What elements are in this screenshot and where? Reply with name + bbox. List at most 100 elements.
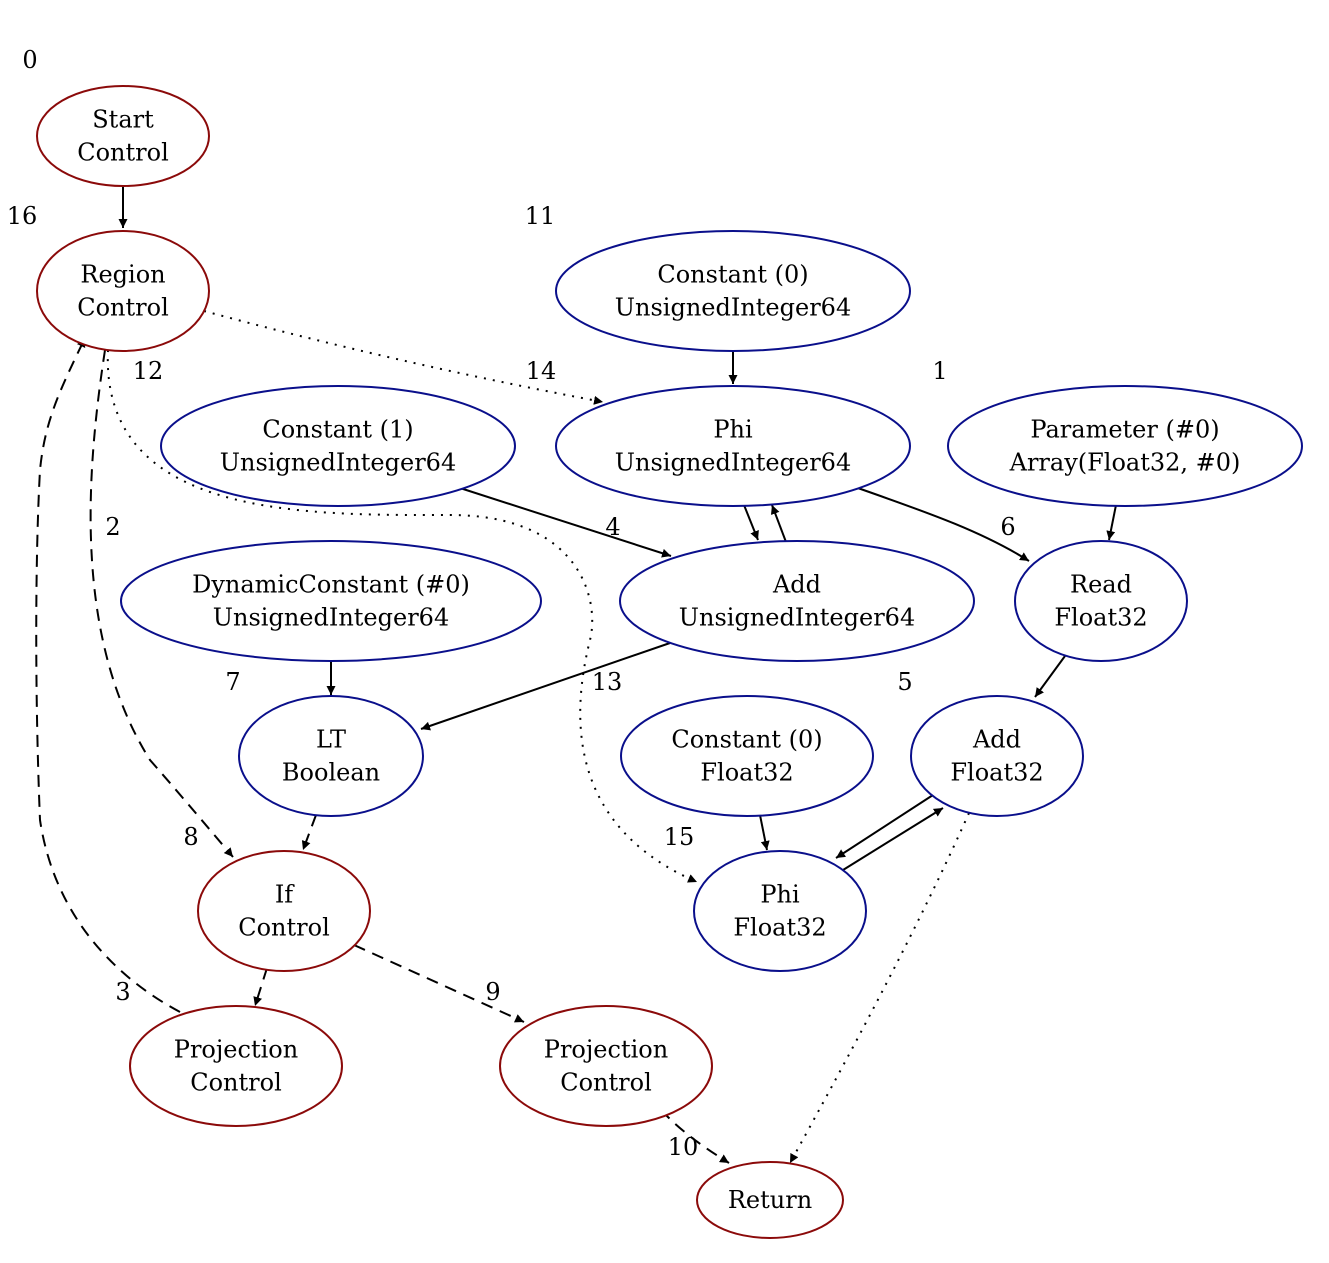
- edge-1-to-6: [1106, 504, 1117, 541]
- node-id-label: 12: [133, 357, 164, 385]
- node-ellipse: [499, 1005, 713, 1127]
- node-id-label: 10: [668, 1133, 699, 1161]
- node-op-label: Start: [92, 106, 154, 134]
- node-ellipse: [693, 850, 867, 972]
- node-op-label: If: [275, 881, 295, 909]
- node-13[interactable]: Constant (0) Float32: [620, 695, 874, 817]
- node-type-label: Control: [238, 914, 330, 942]
- node-ellipse: [238, 695, 424, 817]
- node-ellipse: [129, 1005, 343, 1127]
- node-type-label: Float32: [950, 759, 1043, 787]
- node-id-label: 0: [22, 46, 37, 74]
- node-op-label: DynamicConstant (#0): [192, 571, 470, 599]
- node-id-label: 6: [1000, 513, 1015, 541]
- edge-6-to-5: [1034, 655, 1066, 698]
- node-2[interactable]: DynamicConstant (#0) UnsignedInteger64: [120, 540, 542, 662]
- node-op-label: Phi: [713, 416, 753, 444]
- node-id-label: 15: [664, 823, 695, 851]
- node-op-label: LT: [316, 726, 346, 754]
- edge-16-to-15: [106, 349, 698, 883]
- node-id-label: 2: [105, 513, 120, 541]
- node-op-label: Projection: [174, 1036, 298, 1064]
- node-id-label: 7: [225, 668, 240, 696]
- node-type-label: UnsignedInteger64: [679, 604, 915, 632]
- node-id-label: 14: [526, 357, 557, 385]
- node-ellipse: [947, 385, 1303, 507]
- node-type-label: UnsignedInteger64: [615, 449, 851, 477]
- edge-15-to-5: [842, 807, 944, 871]
- node-op-label: Region: [80, 261, 165, 289]
- edge-4-to-7: [420, 642, 671, 731]
- edge-5-to-10: [789, 812, 970, 1164]
- node-op-label: Constant (1): [262, 416, 413, 444]
- node-ellipse: [555, 230, 911, 352]
- node-ellipse: [120, 540, 542, 662]
- node-type-label: Control: [77, 294, 169, 322]
- node-ellipse: [696, 1161, 844, 1239]
- node-ellipse: [555, 385, 911, 507]
- node-type-label: Control: [190, 1069, 282, 1097]
- node-op-label: Return: [728, 1186, 812, 1214]
- node-10[interactable]: Return: [696, 1161, 844, 1239]
- edge-7-to-8: [301, 814, 317, 851]
- node-type-label: UnsignedInteger64: [213, 604, 449, 632]
- edge-12-to-4: [459, 487, 672, 558]
- node-type-label: Array(Float32, #0): [1009, 449, 1241, 477]
- node-op-label: Add: [972, 726, 1021, 754]
- node-id-label: 16: [7, 202, 38, 230]
- node-12[interactable]: Constant (1) UnsignedInteger64: [160, 385, 516, 507]
- node-ellipse: [36, 85, 210, 187]
- node-type-label: Control: [560, 1069, 652, 1097]
- node-type-label: Float32: [1054, 604, 1147, 632]
- node-op-label: Add: [772, 571, 821, 599]
- node-ellipse: [197, 850, 371, 972]
- node-type-label: UnsignedInteger64: [220, 449, 456, 477]
- edge-4-to-14: [770, 504, 787, 543]
- node-id-label: 8: [183, 823, 198, 851]
- node-op-label: Phi: [760, 881, 800, 909]
- node-op-label: Parameter (#0): [1030, 416, 1219, 444]
- edge-14-to-6: [854, 486, 1030, 562]
- node-type-label: Boolean: [282, 759, 380, 787]
- edge-14-to-4: [743, 504, 759, 541]
- node-1[interactable]: Parameter (#0) Array(Float32, #0): [947, 385, 1303, 507]
- node-id-label: 4: [605, 513, 620, 541]
- node-7[interactable]: LT Boolean: [238, 695, 424, 817]
- node-op-label: Projection: [544, 1036, 668, 1064]
- node-type-label: UnsignedInteger64: [615, 294, 851, 322]
- node-11[interactable]: Constant (0) UnsignedInteger64: [555, 230, 911, 352]
- node-type-label: Control: [77, 139, 169, 167]
- node-op-label: Read: [1070, 571, 1132, 599]
- node-id-label: 3: [115, 978, 130, 1006]
- node-ellipse: [910, 695, 1084, 817]
- node-type-label: Float32: [733, 914, 826, 942]
- node-op-label: Constant (0): [657, 261, 808, 289]
- node-ellipse: [619, 540, 975, 662]
- node-id-label: 9: [485, 978, 500, 1006]
- node-id-label: 5: [897, 668, 912, 696]
- node-ellipse: [1014, 540, 1188, 662]
- edge-13-to-15: [759, 814, 770, 851]
- edge-5-to-15: [835, 794, 934, 859]
- node-op-label: Constant (0): [671, 726, 822, 754]
- edge-8-to-9: [353, 944, 525, 1023]
- node-id-label: 1: [932, 357, 947, 385]
- node-id-label: 13: [592, 668, 623, 696]
- edge-16-to-14: [203, 310, 604, 405]
- node-type-label: Float32: [700, 759, 793, 787]
- edge-3-to-16: [35, 337, 181, 1013]
- edge-16-to-8: [89, 349, 234, 858]
- node-ellipse: [620, 695, 874, 817]
- node-ellipse: [160, 385, 516, 507]
